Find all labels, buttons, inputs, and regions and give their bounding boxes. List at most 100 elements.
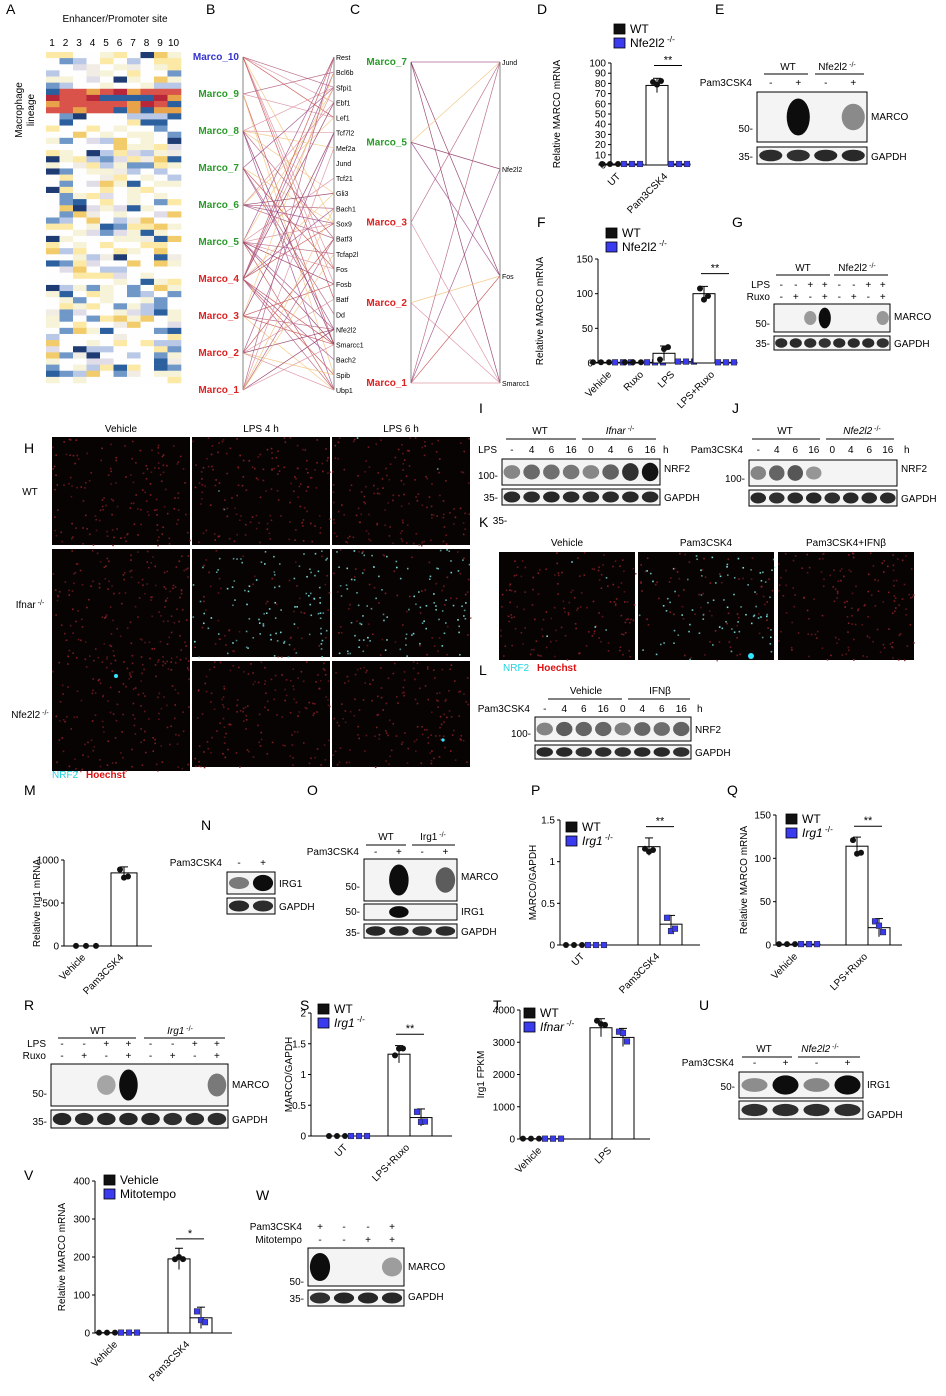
heatmap-cell (73, 137, 87, 145)
nucleus-dot (427, 742, 430, 744)
nucleus-dot (213, 661, 216, 663)
nucleus-dot (306, 707, 308, 710)
heatmap-cell (73, 150, 87, 157)
nucleus-dot (909, 624, 912, 626)
network-edge (242, 167, 335, 315)
nucleus-dot (213, 666, 216, 668)
group-label: Irg1 -/- (420, 832, 446, 844)
data-point (714, 359, 722, 366)
blot-band (768, 492, 785, 504)
nucleus-dot (629, 622, 631, 624)
panel-letter-C: C (350, 1, 360, 17)
nucleus-dot (327, 456, 329, 459)
nucleus-dot (236, 558, 238, 560)
nucleus-dot (255, 514, 258, 517)
nucleus-dot (297, 626, 299, 629)
nucleus-dot (524, 591, 527, 593)
nucleus-dot (99, 560, 102, 563)
heatmap-cell (86, 101, 101, 108)
mw-marker: 50- (346, 907, 360, 918)
lane-sign: + (822, 292, 828, 303)
nucleus-dot (292, 668, 295, 671)
blot-band (641, 491, 659, 503)
heatmap-cell (127, 107, 141, 114)
nucleus-dot (402, 521, 404, 524)
heatmap-cell (59, 52, 74, 59)
blot-membrane (534, 744, 692, 760)
panel-letter-O: O (307, 782, 318, 798)
nucleus-dot (320, 648, 323, 650)
heatmap-cell (167, 58, 182, 65)
nucleus-dot (767, 627, 769, 629)
mw-marker: 35- (739, 152, 753, 163)
nucleus-dot (560, 626, 563, 629)
nucleus-dot (587, 631, 590, 633)
lane-sign: 4 (529, 445, 535, 456)
heatmap-cell (154, 260, 168, 267)
unit-label: h (904, 445, 910, 456)
nucleus-dot (385, 702, 388, 705)
nucleus-dot (266, 600, 269, 603)
nucleus-dot (248, 460, 251, 462)
nucleus-dot (109, 686, 112, 689)
heatmap-cell (113, 174, 128, 182)
nucleus-dot (432, 669, 435, 672)
mw-marker: 100- (511, 729, 531, 740)
nucleus-dot (844, 606, 847, 608)
nucleus-dot (376, 522, 379, 525)
heatmap-cell (140, 94, 155, 102)
heatmap-cell (140, 358, 155, 365)
nucleus-dot (276, 603, 278, 605)
nucleus-dot (463, 693, 465, 695)
nucleus-dot (575, 627, 577, 630)
nucleus-dot (553, 606, 556, 609)
heatmap-cell (73, 199, 87, 206)
nucleus-dot (99, 759, 101, 761)
nucleus-dot (71, 537, 73, 540)
blot-band (653, 747, 670, 757)
nucleus-dot (271, 451, 273, 454)
network-edge (242, 208, 335, 391)
nucleus-dot (313, 703, 316, 705)
nucleus-dot (778, 640, 780, 642)
nucleus-dot (228, 723, 230, 726)
nucleus-dot (437, 700, 440, 702)
nucleus-dot (160, 745, 163, 747)
legend-label: Ifnar -/- (540, 1018, 574, 1034)
nucleus-dot (291, 744, 294, 746)
nucleus-dot (874, 604, 877, 607)
nucleus-dot (441, 610, 444, 612)
nucleus-dot (221, 698, 223, 701)
nucleus-dot (681, 605, 684, 608)
nucleus-dot (209, 504, 212, 506)
heatmap-cell (127, 156, 141, 163)
nucleus-dot (426, 477, 429, 480)
y-tick-label: 40 (595, 120, 607, 131)
nucleus-dot (146, 468, 149, 470)
blot-band (834, 1075, 861, 1095)
nucleus-dot (842, 575, 845, 578)
nucleus-dot (101, 720, 104, 723)
heatmap-cell (46, 370, 60, 378)
nucleus-dot (151, 648, 154, 650)
heatmap-cell (127, 131, 141, 139)
x-tick-label: UT (570, 951, 587, 968)
nucleus-dot (172, 587, 174, 590)
nucleus-dot (891, 612, 894, 615)
nucleus-dot (116, 505, 119, 508)
nucleus-dot (333, 522, 336, 524)
heatmap-cell (73, 303, 87, 310)
nucleus-dot (348, 535, 351, 538)
heatmap-cell (154, 235, 168, 243)
network-tf-label: Jund (502, 60, 517, 67)
lane-sign: - (149, 1051, 152, 1062)
nucleus-dot (64, 720, 66, 723)
nucleus-dot (673, 642, 675, 645)
nucleus-dot (423, 454, 426, 457)
nucleus-dot (501, 605, 503, 608)
nucleus-dot (265, 490, 267, 492)
lane-sign: 6 (792, 445, 798, 456)
heatmap-cell (46, 223, 60, 231)
nucleus-dot (334, 444, 337, 447)
heatmap-cell (140, 297, 155, 304)
